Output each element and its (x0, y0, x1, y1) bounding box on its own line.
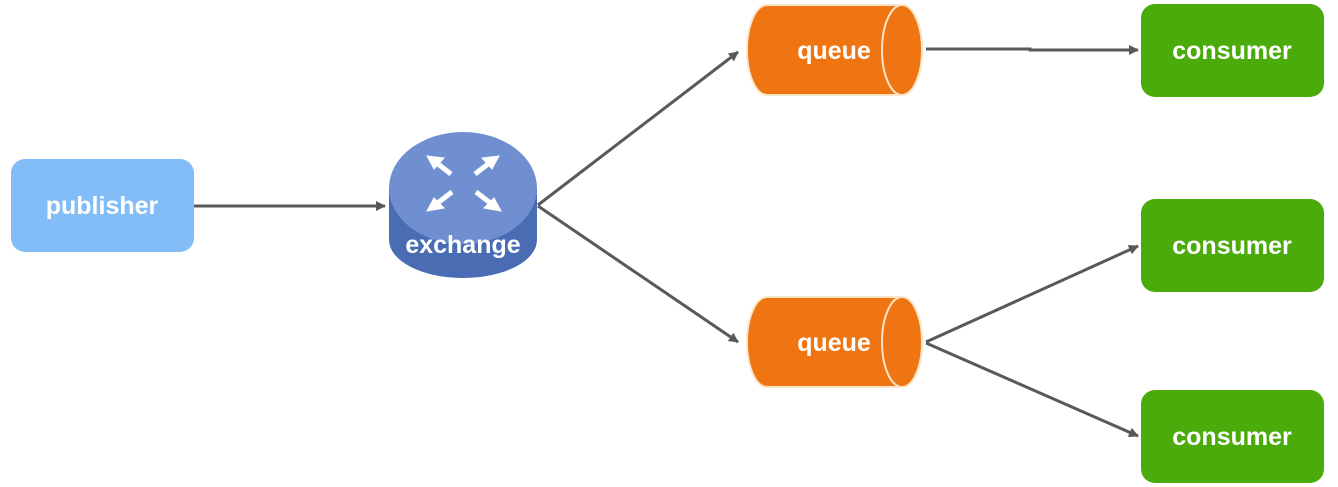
exchange-label: exchange (405, 231, 520, 259)
edge-queue-bottom-to-consumer-3 (925, 341, 1139, 438)
queue-top-end (881, 4, 923, 96)
consumer-1-label: consumer (1172, 37, 1292, 65)
queue-bottom-label: queue (797, 329, 871, 357)
queue-top-label: queue (797, 37, 871, 65)
consumer-1-box (1141, 4, 1324, 97)
queue-top-node: queue (746, 4, 923, 96)
consumer-3-node: consumer (1141, 390, 1324, 483)
edge-queue-bottom-to-consumer-2 (925, 244, 1139, 344)
consumer-2-node: consumer (1141, 199, 1324, 292)
edge-queue-top-to-consumer-1 (926, 45, 1139, 55)
exchange-top (389, 132, 537, 244)
edge-exchange-to-queue-bottom (537, 204, 739, 344)
edges (194, 45, 1139, 438)
exchange-node: exchange (389, 132, 537, 278)
publisher-node: publisher (11, 159, 194, 252)
consumer-2-box (1141, 199, 1324, 292)
queue-bottom-end (881, 296, 923, 388)
edge-exchange-to-queue-top (537, 50, 739, 207)
consumer-2-label: consumer (1172, 232, 1292, 260)
publisher-label: publisher (46, 192, 159, 220)
consumer-3-label: consumer (1172, 423, 1292, 451)
four-arrows-router-icon (426, 155, 502, 212)
publisher-box (11, 159, 194, 252)
consumer-1-node: consumer (1141, 4, 1324, 97)
queue-bottom-node: queue (746, 296, 923, 388)
consumer-3-box (1141, 390, 1324, 483)
